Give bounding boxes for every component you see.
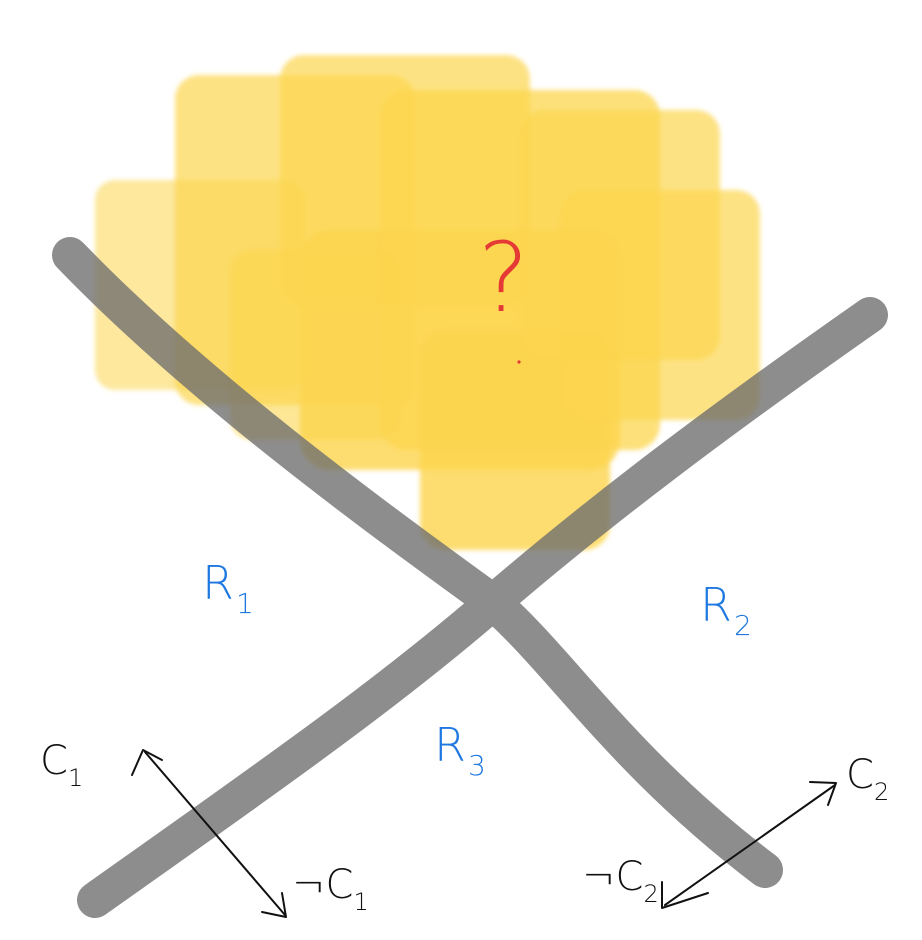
condition-subscript: 1 xyxy=(353,888,369,916)
condition-label-c1: C1 xyxy=(40,738,83,792)
region-subscript: 1 xyxy=(235,587,256,620)
unknown-region-blob xyxy=(95,55,760,550)
condition-letter: ¬C xyxy=(292,862,354,908)
condition-subscript: 2 xyxy=(873,778,890,806)
unknown-region-label: ? xyxy=(478,222,529,334)
region-letter: R xyxy=(202,556,236,610)
c1-double-arrow xyxy=(131,749,287,918)
region-label-r2: R2 xyxy=(700,578,754,642)
region-subscript: 3 xyxy=(467,749,488,782)
c2-arrowhead xyxy=(809,781,837,806)
question-dot xyxy=(517,360,521,364)
region-letter: R xyxy=(700,578,734,632)
condition-letter: C xyxy=(846,752,874,798)
c1-arrowhead xyxy=(131,749,163,776)
boundary-lines xyxy=(52,237,888,918)
region-label-r1: R1 xyxy=(202,556,256,620)
region-subscript: 2 xyxy=(733,609,754,642)
condition-label-not-c1: ¬C1 xyxy=(292,862,369,916)
condition-label-c2: C2 xyxy=(846,752,889,806)
not-c1-arrowhead xyxy=(261,892,287,918)
condition-letter: C xyxy=(40,738,68,784)
region-label-r3: R3 xyxy=(434,718,488,782)
boundary-line-c1 xyxy=(52,237,783,888)
condition-letter: ¬C xyxy=(582,854,644,900)
not-c2-arrowhead xyxy=(661,881,709,909)
c2-double-arrow xyxy=(661,781,837,909)
condition-label-not-c2: ¬C2 xyxy=(582,854,659,908)
region-letter: R xyxy=(434,718,468,772)
boundary-line-c2 xyxy=(77,297,888,918)
condition-subscript: 1 xyxy=(67,764,84,792)
condition-subscript: 2 xyxy=(643,880,659,908)
arrows xyxy=(131,749,837,918)
